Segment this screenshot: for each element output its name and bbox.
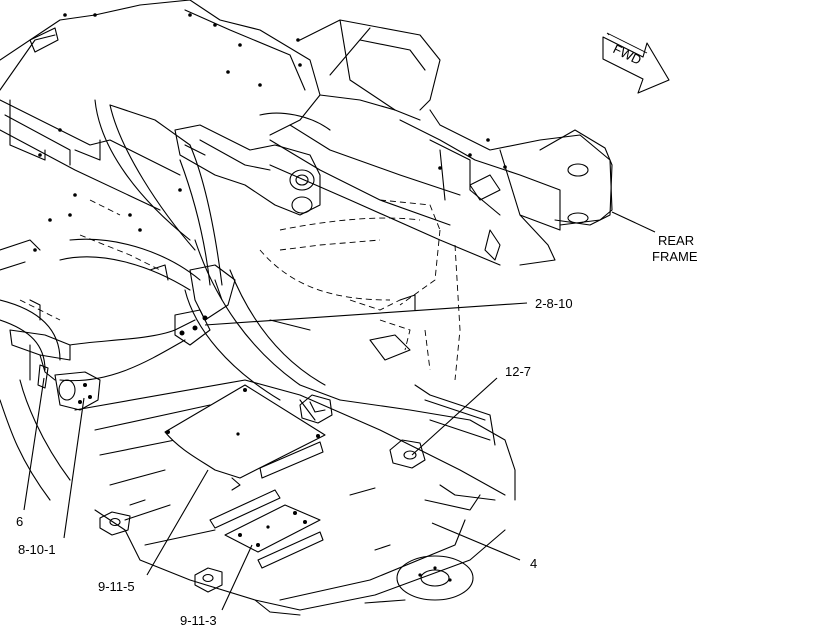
- label-rear-frame-2: FRAME: [652, 249, 698, 264]
- main-frame-rail: [0, 4, 181, 501]
- cover-plate-9-11-5: [164, 384, 326, 491]
- label-9-11-3: 9-11-3: [180, 613, 217, 628]
- label-2-8-10: 2-8-10: [535, 296, 573, 311]
- fwd-label: FWD: [611, 41, 644, 67]
- cover-plate-9-11-3: [209, 489, 324, 569]
- forward-direction-arrow: FWD: [602, 32, 670, 94]
- floor-plate: [74, 379, 506, 616]
- label-8-10-1: 8-10-1: [18, 542, 56, 557]
- upper-frame-plate: [33, 0, 321, 291]
- rear-frame-boss: [539, 129, 613, 226]
- side-frame-sweep: [59, 239, 516, 501]
- bracket-assembly: [174, 264, 236, 346]
- label-9-11-5: 9-11-5: [98, 579, 135, 594]
- isolator-mounts: [99, 264, 474, 601]
- label-4: 4: [530, 556, 537, 571]
- pivot-link: [174, 112, 331, 216]
- label-6: 6: [16, 514, 23, 529]
- label-rear-frame-1: REAR: [658, 233, 694, 248]
- label-12-7: 12-7: [505, 364, 531, 379]
- leader-lines: [23, 211, 656, 611]
- left-brackets: [9, 299, 101, 411]
- rear-cross-member: [269, 19, 613, 266]
- callout-labels: REAR FRAME 2-8-10 12-7 6 8-10-1 9-11-5 9…: [16, 233, 698, 628]
- hidden-edges: [19, 199, 461, 381]
